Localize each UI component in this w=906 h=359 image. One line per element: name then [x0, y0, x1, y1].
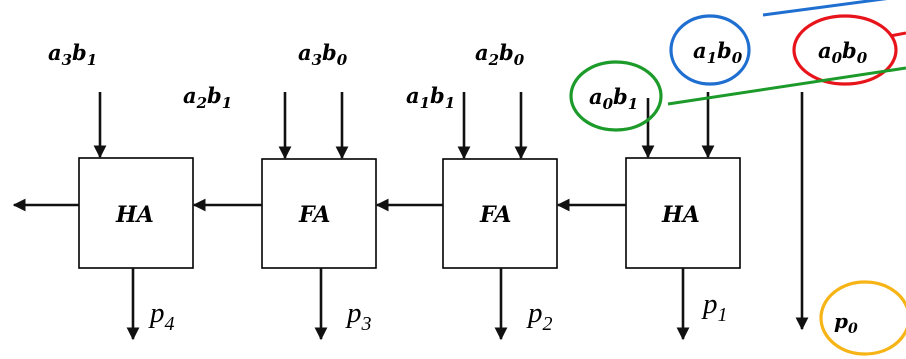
highlight-a1b0	[669, 0, 888, 86]
block-ha-left: HA	[78, 157, 194, 269]
label-a0b0: a0b0	[818, 38, 868, 67]
block-fa-right: FA	[442, 158, 558, 269]
highlight-ellipse-p0	[819, 280, 906, 356]
highlight-a0b1	[569, 60, 906, 132]
highlight-ellipse-a1b0	[669, 14, 751, 86]
label-p2: p2	[526, 297, 553, 335]
block-ha-right: HA	[625, 157, 741, 269]
block-ha-right-label: HA	[661, 202, 700, 228]
block-ha-left-label: HA	[115, 202, 154, 228]
highlight-a0b0	[792, 14, 906, 86]
label-a2b1: a2b1	[183, 83, 232, 112]
label-a2b0: a2b0	[475, 40, 525, 69]
label-a1b1: a1b1	[406, 83, 455, 112]
label-p1: p1	[701, 288, 728, 326]
label-a3b1: a3b1	[48, 40, 97, 69]
label-a3b0: a3b0	[298, 40, 348, 69]
label-p4: p4	[148, 297, 175, 335]
block-fa-right-label: FA	[479, 202, 511, 228]
label-a1b0: a1b0	[693, 38, 743, 67]
label-a0b1: a0b1	[589, 84, 638, 113]
block-fa-middle-label: FA	[298, 202, 330, 228]
block-fa-middle: FA	[261, 158, 377, 269]
label-p3: p3	[345, 297, 372, 335]
highlight-ellipse-a0b0	[792, 14, 898, 86]
label-p0: p0	[834, 309, 858, 337]
highlight-line-a0b0	[889, 31, 906, 38]
highlight-line-a0b1	[667, 66, 906, 106]
highlight-ellipse-a0b1	[569, 60, 663, 132]
highlight-line-a1b0	[762, 0, 888, 17]
